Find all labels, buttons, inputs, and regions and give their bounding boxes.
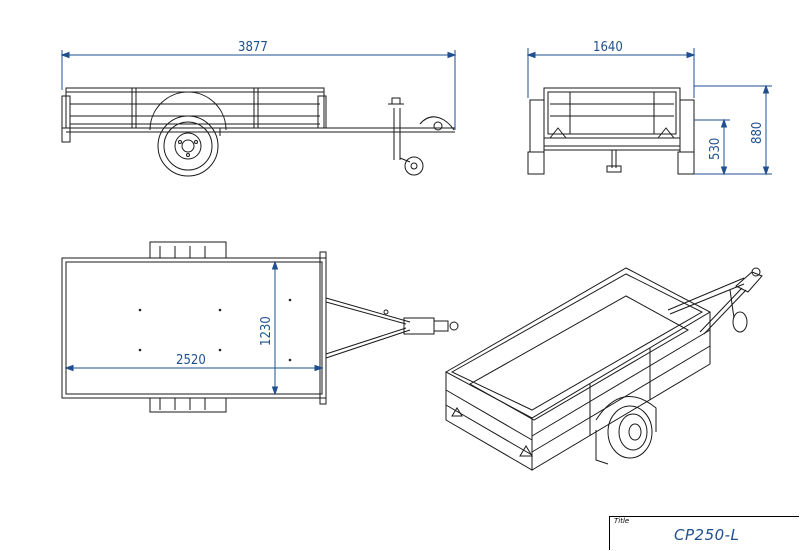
top-dimensions bbox=[64, 260, 324, 396]
top-view: 2520 1230 bbox=[61, 241, 459, 413]
rear-view: 1640 8 bbox=[526, 40, 772, 176]
model-name: CP250-L bbox=[674, 526, 740, 544]
side-hitch bbox=[388, 97, 455, 176]
iso-drawbar bbox=[667, 267, 763, 335]
side-wheel bbox=[149, 91, 227, 177]
rear-body bbox=[527, 87, 695, 175]
side-body bbox=[61, 87, 455, 143]
iso-wheel bbox=[595, 395, 657, 465]
inner-width-dim-label: 1230 bbox=[259, 316, 274, 346]
title-block bbox=[609, 516, 799, 550]
deck-height-dim-label: 530 bbox=[708, 138, 723, 160]
width-dim-label: 1640 bbox=[593, 40, 623, 55]
length-dim-label: 3877 bbox=[238, 40, 268, 55]
title-label: Title bbox=[614, 517, 630, 525]
top-drawbar bbox=[325, 297, 459, 359]
top-body bbox=[61, 241, 327, 413]
height-dim-label: 880 bbox=[750, 122, 765, 144]
length-dimension bbox=[60, 50, 457, 130]
inner-length-dim-label: 2520 bbox=[176, 353, 206, 368]
width-dimension-1640 bbox=[526, 48, 696, 98]
isometric-view bbox=[444, 267, 763, 471]
side-view: 3877 bbox=[60, 40, 457, 177]
height-dimension-880 bbox=[694, 84, 772, 176]
